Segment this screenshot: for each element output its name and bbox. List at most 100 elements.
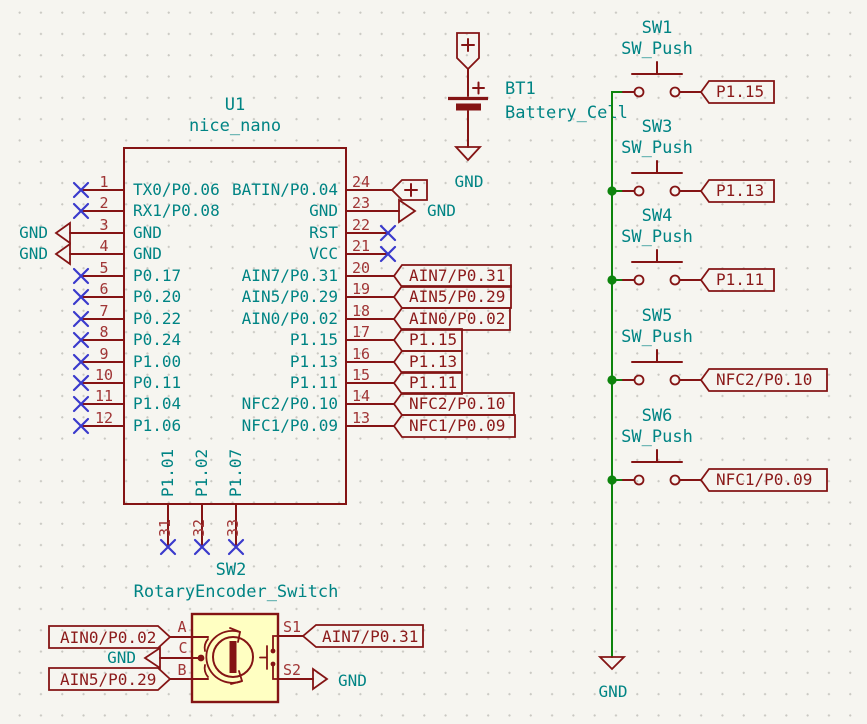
no-connect-icon[interactable] [379, 224, 397, 242]
no-connect-icon[interactable] [227, 538, 245, 556]
power-gnd-pin4[interactable]: GND [19, 242, 71, 266]
switch-contact [669, 474, 681, 486]
no-connect-icon[interactable] [72, 181, 90, 199]
net-label-sw1[interactable]: P1.15 [699, 80, 775, 104]
no-connect-icon[interactable] [72, 267, 90, 285]
pin-name: P1.11 [290, 373, 338, 392]
switch-contact [633, 185, 645, 197]
no-connect-icon[interactable] [72, 395, 90, 413]
switch-contact [633, 86, 645, 98]
sw-value[interactable]: SW_Push [621, 39, 693, 59]
pin-number: 10 [95, 366, 113, 384]
power-gnd-sw2-s2[interactable]: GND [312, 667, 367, 691]
power-gnd-rail[interactable]: GND [597, 656, 628, 701]
pin-name: BATIN/P0.04 [232, 180, 338, 199]
net-label-sw2-a[interactable]: AIN0/P0.02 [48, 625, 172, 649]
junction-dot-icon[interactable] [607, 375, 617, 385]
pin-number: 22 [352, 216, 370, 234]
power-gnd-bt1[interactable]: GND [453, 146, 484, 191]
sw-reference[interactable]: SW5 [642, 306, 673, 326]
pin-number: C [178, 639, 187, 657]
no-connect-icon[interactable] [193, 538, 211, 556]
plus-glyph-icon [404, 183, 418, 197]
no-connect-icon[interactable] [72, 288, 90, 306]
pin-number: 6 [99, 280, 108, 298]
component-sw4[interactable]: SW4 SW_Push [621, 206, 702, 286]
junction-dot-icon[interactable] [607, 186, 617, 196]
net-label-sw4[interactable]: P1.11 [699, 268, 775, 292]
no-connect-icon[interactable] [72, 310, 90, 328]
component-sw5[interactable]: SW5 SW_Push [621, 306, 702, 386]
u1-reference[interactable]: U1 [225, 95, 245, 115]
sw-value[interactable]: SW_Push [621, 427, 693, 447]
sw-value[interactable]: SW_Push [621, 327, 693, 347]
label-outline [392, 350, 463, 374]
net-label-sw3[interactable]: P1.13 [699, 179, 775, 203]
net-label-p111[interactable]: P1.11 [392, 371, 463, 395]
bt1-value[interactable]: Battery_Cell [505, 103, 628, 123]
net-label-nfc2[interactable]: NFC2/P0.10 [392, 392, 515, 416]
net-label-sw2-s1[interactable]: AIN7/P0.31 [301, 624, 424, 648]
power-gnd-pin23[interactable]: GND [398, 198, 456, 224]
net-label-ain5[interactable]: AIN5/P0.29 [392, 285, 512, 309]
component-sw1[interactable]: SW1 SW_Push [621, 18, 702, 98]
net-label-p115[interactable]: P1.15 [392, 328, 463, 352]
sw-reference[interactable]: SW1 [642, 18, 673, 38]
no-connect-icon[interactable] [72, 374, 90, 392]
label-outline [48, 667, 172, 691]
label-text: P1.11 [716, 270, 764, 289]
no-connect-icon[interactable] [72, 202, 90, 220]
u1-bottom-pins[interactable]: 31 32 33 P1.01 P1.02 P1.07 [156, 449, 245, 556]
sw2-reference[interactable]: SW2 [216, 560, 247, 580]
switch-contact [272, 635, 279, 680]
component-sw6[interactable]: SW6 SW_Push [621, 406, 702, 486]
pin-number: 5 [99, 259, 108, 277]
component-sw2[interactable]: SW2 RotaryEncoder_Switch A C B S1 S2 [134, 560, 339, 704]
wire-segment[interactable] [611, 91, 624, 658]
net-label-sw6[interactable]: NFC1/P0.09 [699, 468, 828, 492]
plus-pentagon-icon [456, 32, 480, 71]
sw-reference[interactable]: SW6 [642, 406, 673, 426]
pin-name: P1.13 [290, 352, 338, 371]
pin-number: 20 [352, 259, 370, 277]
label-outline [301, 624, 424, 648]
sw-reference[interactable]: SW3 [642, 117, 673, 137]
no-connect-icon[interactable] [159, 538, 177, 556]
pin-number: 19 [352, 280, 370, 298]
net-label-sw2-b[interactable]: AIN5/P0.29 [48, 667, 172, 691]
no-connect-icon[interactable] [72, 353, 90, 371]
sw-value[interactable]: SW_Push [621, 227, 693, 247]
net-label-p113[interactable]: P1.13 [392, 350, 463, 374]
pin-number: 24 [352, 173, 370, 191]
power-gnd-sw2-c[interactable]: GND [107, 646, 161, 670]
power-plus-bt1[interactable] [456, 32, 480, 71]
pin-number: 33 [224, 519, 242, 537]
power-plus-pin24[interactable] [390, 179, 428, 201]
bt1-reference[interactable]: BT1 [505, 79, 536, 99]
no-connect-icon[interactable] [72, 331, 90, 349]
sw-reference[interactable]: SW4 [642, 206, 673, 226]
encoder-slot-icon [229, 641, 237, 673]
component-bt1[interactable]: BT1 Battery_Cell GND [448, 32, 628, 191]
no-connect-icon[interactable] [379, 245, 397, 263]
component-sw3[interactable]: SW3 SW_Push [621, 117, 702, 197]
power-gnd-pin3[interactable]: GND [19, 221, 71, 245]
no-connect-icon[interactable] [72, 417, 90, 435]
junction-dot-icon[interactable] [607, 475, 617, 485]
u1-value[interactable]: nice_nano [189, 116, 281, 136]
sw2-value[interactable]: RotaryEncoder_Switch [134, 582, 339, 602]
net-label-ain0[interactable]: AIN0/P0.02 [392, 307, 511, 331]
plus-pentagon-icon [390, 179, 428, 201]
gnd-rail-wire[interactable]: GND [597, 91, 628, 701]
net-label-ain7[interactable]: AIN7/P0.31 [392, 264, 512, 288]
junction-dot-icon[interactable] [607, 275, 617, 285]
net-label-sw5[interactable]: NFC2/P0.10 [699, 368, 828, 392]
label-text: AIN7/P0.31 [409, 266, 505, 285]
pin-name: RX1/P0.08 [133, 201, 220, 220]
sw-value[interactable]: SW_Push [621, 138, 693, 158]
net-label-nfc1[interactable]: NFC1/P0.09 [392, 414, 516, 438]
